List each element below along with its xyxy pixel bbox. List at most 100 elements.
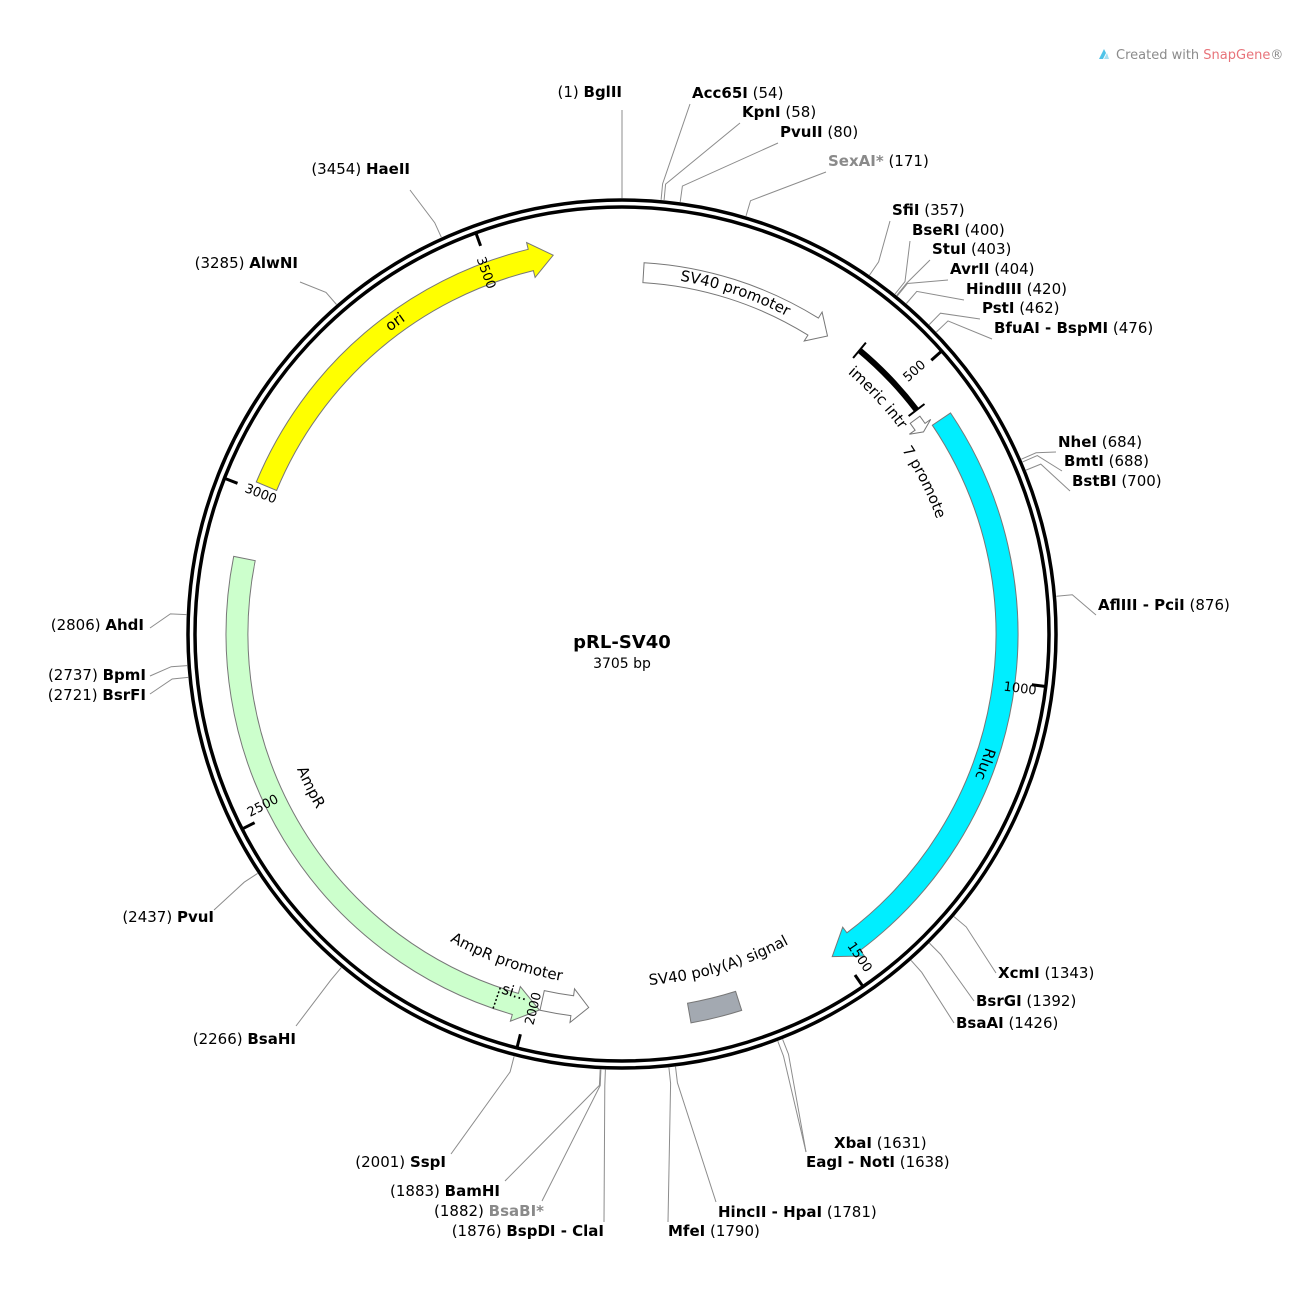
feature-ampr[interactable] — [225, 555, 541, 1023]
enzyme-name: BsaBI* — [489, 1202, 544, 1220]
cut-site-line-xcmi — [953, 916, 997, 974]
enzyme-label-haeii[interactable]: (3454) HaeII — [311, 160, 410, 178]
enzyme-label-hindiii[interactable]: HindIII (420) — [966, 280, 1067, 298]
cut-site-line-bsahi — [295, 967, 342, 1027]
feature-label-sv40-polya: SV40 poly(A) signal — [648, 932, 791, 989]
enzyme-name: SspI — [410, 1153, 446, 1171]
cut-site-line-sspi — [450, 1056, 515, 1155]
enzyme-name: HaeII — [366, 160, 410, 178]
cut-site-line-bpmi — [149, 665, 188, 677]
enzyme-label-mfei[interactable]: MfeI (1790) — [668, 1222, 760, 1240]
cut-site-line-afliii-pcii — [1056, 594, 1097, 616]
enzyme-label-bamhi[interactable]: (1883) BamHI — [390, 1182, 500, 1200]
enzyme-label-bfuai-bspmi[interactable]: BfuAI - BspMI (476) — [994, 319, 1153, 337]
cut-site-line-nhei — [1021, 451, 1057, 460]
enzyme-label-bsrfi[interactable]: (2721) BsrFI — [48, 686, 146, 704]
enzyme-position: (1343) — [1040, 964, 1095, 982]
enzyme-label-sspi[interactable]: (2001) SspI — [355, 1153, 446, 1171]
enzyme-label-pvuii[interactable]: PvuII (80) — [780, 123, 858, 141]
enzyme-label-bglii[interactable]: (1) BglII — [558, 83, 623, 101]
enzyme-position: (1392) — [1022, 992, 1077, 1010]
enzyme-position: (3454) — [311, 160, 366, 178]
enzyme-position: (1882) — [434, 1202, 489, 1220]
enzyme-label-bmti[interactable]: BmtI (688) — [1064, 452, 1149, 470]
enzyme-position: (876) — [1185, 596, 1230, 614]
enzyme-name: SfiI — [892, 201, 920, 219]
cut-site-line-alwni — [299, 281, 337, 305]
enzyme-label-kpni[interactable]: KpnI (58) — [742, 103, 816, 121]
enzyme-position: (2266) — [193, 1030, 248, 1048]
snapgene-credit: Created with SnapGene® — [1098, 48, 1283, 63]
enzyme-position: (400) — [960, 221, 1005, 239]
cut-site-line-bsrgi — [929, 942, 975, 1002]
enzyme-label-eagi-noti[interactable]: EagI - NotI (1638) — [806, 1153, 950, 1171]
feature-t7-promoter[interactable] — [909, 415, 932, 435]
enzyme-label-pvui[interactable]: (2437) PvuI — [122, 908, 214, 926]
enzyme-label-bsabi[interactable]: (1882) BsaBI* — [434, 1202, 544, 1220]
enzyme-label-bpmi[interactable]: (2737) BpmI — [48, 666, 146, 684]
enzyme-label-hincii-hpai[interactable]: HincII - HpaI (1781) — [718, 1203, 877, 1221]
enzyme-name: BsaHI — [247, 1030, 296, 1048]
enzyme-name: BstBI — [1072, 472, 1117, 490]
tick-label-1500: 1500 — [844, 940, 875, 976]
tick-label-1000: 1000 — [1003, 680, 1038, 699]
enzyme-label-ahdi[interactable]: (2806) AhdI — [51, 616, 144, 634]
tick-mark-3500 — [474, 233, 483, 247]
cut-site-line-bsaai — [910, 960, 955, 1024]
enzyme-label-psti[interactable]: PstI (462) — [982, 299, 1060, 317]
cut-site-line-bspdi-clai — [603, 1069, 606, 1223]
enzyme-position: (58) — [781, 103, 817, 121]
enzyme-label-bsaai[interactable]: BsaAI (1426) — [956, 1014, 1058, 1032]
enzyme-label-acc65i[interactable]: Acc65I (54) — [692, 84, 783, 102]
enzyme-label-bspdi-clai[interactable]: (1876) BspDI - ClaI — [452, 1222, 604, 1240]
enzyme-position: (1876) — [452, 1222, 507, 1240]
plasmid-backbone — [186, 198, 1058, 1070]
enzyme-name: AlwNI — [249, 254, 298, 272]
feature-chimeric-intron[interactable] — [857, 347, 919, 412]
enzyme-position: (3285) — [195, 254, 250, 272]
cut-site-line-acc65i — [660, 103, 691, 200]
feature-rluc[interactable] — [831, 412, 1019, 958]
enzyme-name: KpnI — [742, 103, 781, 121]
cut-site-line-avrii — [896, 279, 949, 297]
feature-sv40-promoter[interactable] — [642, 262, 829, 342]
credit-mark: ® — [1270, 48, 1284, 63]
enzyme-position: (2001) — [355, 1153, 410, 1171]
enzyme-position: (1) — [558, 83, 584, 101]
feature-ori[interactable] — [255, 241, 554, 492]
enzyme-label-xbai[interactable]: XbaI (1631) — [834, 1134, 927, 1152]
enzyme-label-stui[interactable]: StuI (403) — [932, 240, 1011, 258]
enzyme-label-avrii[interactable]: AvrII (404) — [950, 260, 1035, 278]
enzyme-position: (2721) — [48, 686, 103, 704]
enzyme-name: SexAI* — [828, 152, 884, 170]
cut-site-line-eagi-noti — [777, 1041, 807, 1153]
feature-ampr-promoter[interactable] — [539, 987, 590, 1024]
enzyme-label-alwni[interactable]: (3285) AlwNI — [195, 254, 298, 272]
enzyme-label-bseri[interactable]: BseRI (400) — [912, 221, 1005, 239]
enzyme-position: (171) — [884, 152, 929, 170]
feature-label-sv40-promoter: SV40 promoter — [679, 267, 794, 320]
cut-site-line-haeii — [409, 189, 442, 238]
enzyme-label-bsahi[interactable]: (2266) BsaHI — [193, 1030, 296, 1048]
cut-site-line-bmti — [1022, 455, 1063, 472]
enzyme-label-xcmi[interactable]: XcmI (1343) — [998, 964, 1094, 982]
enzyme-name: HindIII — [966, 280, 1022, 298]
enzyme-position: (476) — [1108, 319, 1153, 337]
enzyme-position: (1638) — [895, 1153, 950, 1171]
enzyme-label-sexai[interactable]: SexAI* (171) — [828, 152, 929, 170]
enzyme-label-bsrgi[interactable]: BsrGI (1392) — [976, 992, 1076, 1010]
enzyme-name: BspDI - ClaI — [506, 1222, 604, 1240]
cut-site-line-bamhi — [504, 1069, 601, 1182]
enzyme-label-bstbi[interactable]: BstBI (700) — [1072, 472, 1162, 490]
enzyme-name: BamHI — [445, 1182, 500, 1200]
tick-mark-1000 — [1031, 683, 1045, 688]
cut-site-line-hindiii — [906, 290, 965, 304]
enzyme-position: (1781) — [822, 1203, 877, 1221]
enzyme-label-sfii[interactable]: SfiI (357) — [892, 201, 965, 219]
enzyme-position: (357) — [920, 201, 965, 219]
feature-sv40-polya[interactable] — [686, 990, 743, 1024]
enzyme-name: BfuAI - BspMI — [994, 319, 1108, 337]
enzyme-label-nhei[interactable]: NheI (684) — [1058, 433, 1142, 451]
enzyme-label-afliii-pcii[interactable]: AflIII - PciI (876) — [1098, 596, 1230, 614]
